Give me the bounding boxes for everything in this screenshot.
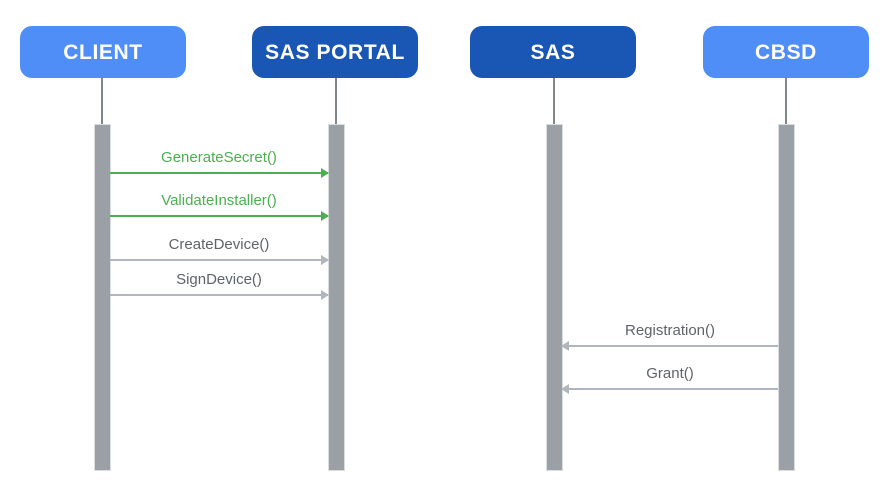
arrowhead-icon-grant — [561, 384, 569, 394]
participant-box-sas[interactable]: SAS — [470, 26, 636, 78]
message-registration: Registration() — [561, 322, 778, 351]
participant-label-sas: SAS — [530, 40, 576, 64]
activation-bar-client — [94, 124, 111, 471]
message-line-validate-installer — [110, 215, 328, 217]
message-line-sign-device — [110, 294, 328, 296]
arrowhead-icon-generate-secret — [321, 168, 329, 178]
participant-box-client[interactable]: CLIENT — [20, 26, 186, 78]
message-line-grant — [562, 388, 778, 390]
message-line-generate-secret — [110, 172, 328, 174]
message-label-sign-device: SignDevice() — [176, 270, 262, 288]
arrowhead-icon-sign-device — [321, 290, 329, 300]
message-label-registration: Registration() — [624, 321, 716, 339]
arrowhead-icon-registration — [561, 341, 569, 351]
message-create-device: CreateDevice() — [110, 236, 329, 265]
message-label-validate-installer: ValidateInstaller() — [161, 191, 277, 209]
activation-bar-sas-portal — [328, 124, 345, 471]
lifeline-stem-cbsd — [785, 78, 787, 124]
arrowhead-icon-validate-installer — [321, 211, 329, 221]
message-validate-installer: ValidateInstaller() — [110, 192, 329, 221]
message-label-create-device: CreateDevice() — [168, 235, 270, 253]
message-line-create-device — [110, 259, 328, 261]
message-label-generate-secret: GenerateSecret() — [161, 148, 277, 166]
message-generate-secret: GenerateSecret() — [110, 149, 329, 178]
participant-box-sas-portal[interactable]: SAS PORTAL — [252, 26, 418, 78]
message-label-grant: Grant() — [646, 364, 694, 382]
participant-label-cbsd: CBSD — [755, 40, 817, 64]
activation-bar-cbsd — [778, 124, 795, 471]
lifeline-stem-client — [101, 78, 103, 124]
arrowhead-icon-create-device — [321, 255, 329, 265]
activation-bar-sas — [546, 124, 563, 471]
message-line-registration — [562, 345, 778, 347]
lifeline-stem-sas-portal — [335, 78, 337, 124]
participant-box-cbsd[interactable]: CBSD — [703, 26, 869, 78]
participant-label-sas-portal: SAS PORTAL — [265, 40, 405, 64]
lifeline-stem-sas — [553, 78, 555, 124]
message-sign-device: SignDevice() — [110, 271, 329, 300]
message-grant: Grant() — [561, 365, 778, 394]
participant-label-client: CLIENT — [63, 40, 143, 64]
